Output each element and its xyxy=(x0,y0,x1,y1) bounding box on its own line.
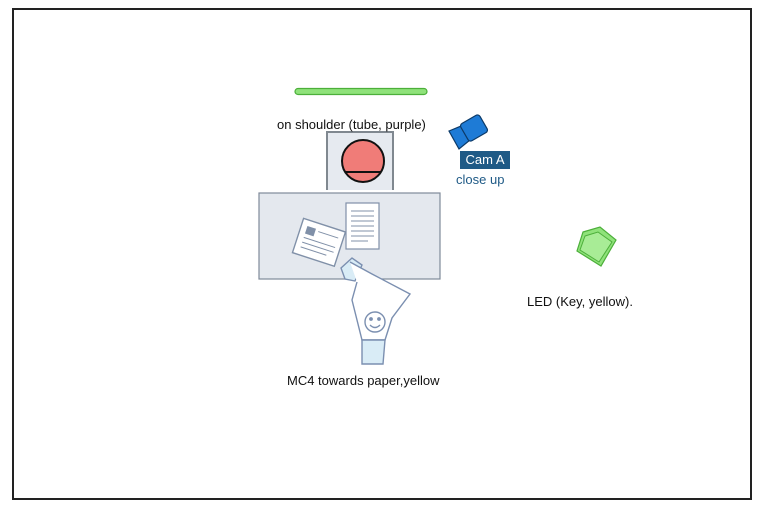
document-icon xyxy=(345,202,380,250)
led-label: LED (Key, yellow). xyxy=(527,294,633,309)
diagram-frame xyxy=(12,8,752,500)
camera-icon[interactable] xyxy=(448,114,489,150)
person-icon[interactable] xyxy=(340,257,412,365)
clipboard-icon xyxy=(291,217,347,268)
shoulder-light-label: on shoulder (tube, purple) xyxy=(277,117,426,132)
camera-tag[interactable]: Cam A xyxy=(460,151,510,169)
mc4-label: MC4 towards paper,yellow xyxy=(287,373,440,388)
led-light-icon[interactable] xyxy=(576,226,617,267)
tube-light-icon[interactable] xyxy=(294,87,428,96)
camera-note: close up xyxy=(456,172,505,187)
actor-icon[interactable] xyxy=(341,139,385,183)
